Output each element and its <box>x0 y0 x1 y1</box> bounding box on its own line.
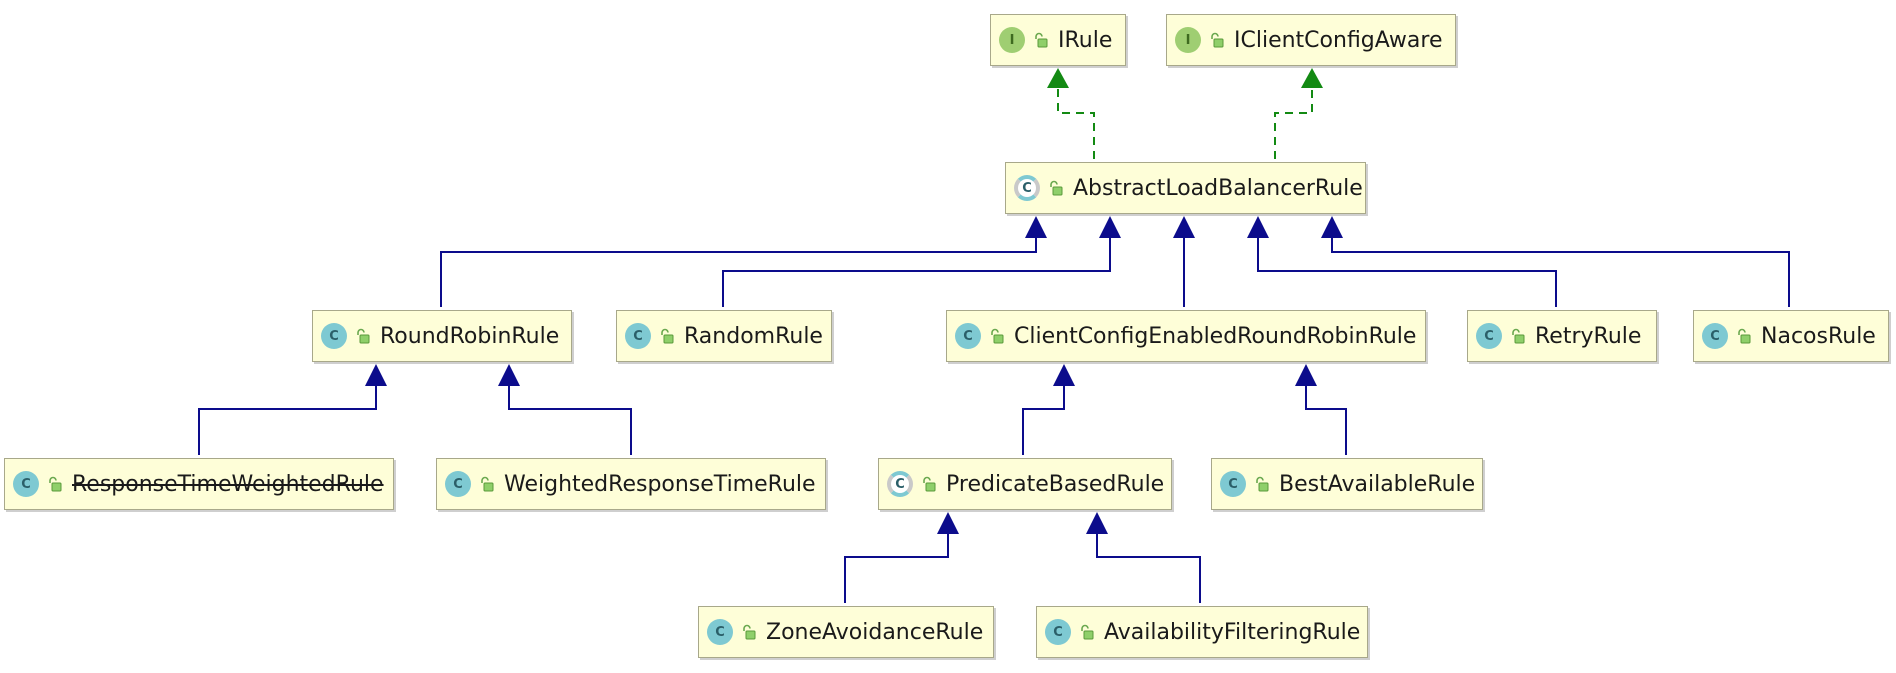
public-lock-icon <box>1211 32 1224 48</box>
interface-badge-icon: I <box>1175 27 1201 53</box>
edge-abstract-to-iclientconfigaware <box>1274 68 1323 159</box>
public-lock-icon <box>661 328 674 344</box>
class-badge-icon: C <box>707 619 733 645</box>
abstract-class-badge-icon: C <box>1014 175 1040 201</box>
node-retry-rule[interactable]: C RetryRule <box>1467 310 1657 362</box>
public-lock-icon <box>357 328 370 344</box>
node-predicate-based-rule[interactable]: C PredicateBasedRule <box>878 458 1172 510</box>
node-round-robin-rule[interactable]: C RoundRobinRule <box>312 310 572 362</box>
class-badge-icon: C <box>445 471 471 497</box>
node-nacos-rule[interactable]: C NacosRule <box>1693 310 1889 362</box>
node-label: RetryRule <box>1535 323 1642 349</box>
node-response-time-weighted-rule[interactable]: C ResponseTimeWeightedRule <box>4 458 394 510</box>
edge-weighted-to-roundrobin <box>498 364 632 455</box>
node-label: BestAvailableRule <box>1279 471 1476 497</box>
edge-predicate-to-clientconfig <box>1022 364 1075 455</box>
class-badge-icon: C <box>625 323 651 349</box>
node-zone-avoidance-rule[interactable]: C ZoneAvoidanceRule <box>698 606 994 658</box>
class-badge-icon: C <box>13 471 39 497</box>
interface-badge-icon: I <box>999 27 1025 53</box>
node-label: RoundRobinRule <box>380 323 560 349</box>
class-badge-icon: C <box>1045 619 1071 645</box>
node-label-deprecated: ResponseTimeWeightedRule <box>72 471 384 497</box>
edge-clientconfig-to-abstract <box>1173 216 1195 307</box>
edge-responsetime-to-roundrobin <box>198 364 387 455</box>
public-lock-icon <box>1512 328 1525 344</box>
public-lock-icon <box>1035 32 1048 48</box>
node-random-rule[interactable]: C RandomRule <box>616 310 832 362</box>
abstract-class-badge-icon: C <box>887 471 913 497</box>
public-lock-icon <box>991 328 1004 344</box>
node-label: NacosRule <box>1761 323 1876 349</box>
public-lock-icon <box>1738 328 1751 344</box>
class-badge-icon: C <box>1702 323 1728 349</box>
node-availability-filtering-rule[interactable]: C AvailabilityFilteringRule <box>1036 606 1368 658</box>
node-irule[interactable]: I IRule <box>990 14 1126 66</box>
node-label: RandomRule <box>684 323 823 349</box>
edge-bestavailable-to-clientconfig <box>1295 364 1347 455</box>
class-badge-icon: C <box>1220 471 1246 497</box>
node-label: ClientConfigEnabledRoundRobinRule <box>1014 323 1417 349</box>
node-label: AvailabilityFilteringRule <box>1104 619 1361 645</box>
node-abstract-load-balancer-rule[interactable]: C AbstractLoadBalancerRule <box>1005 162 1366 214</box>
class-badge-icon: C <box>321 323 347 349</box>
node-label: WeightedResponseTimeRule <box>504 471 816 497</box>
edge-nacos-to-abstract <box>1321 216 1790 307</box>
edge-random-to-abstract <box>722 216 1121 307</box>
public-lock-icon <box>1050 180 1063 196</box>
node-label: IClientConfigAware <box>1234 27 1443 53</box>
edge-abstract-to-irule <box>1047 68 1095 159</box>
node-iclientconfigaware[interactable]: I IClientConfigAware <box>1166 14 1456 66</box>
public-lock-icon <box>1081 624 1094 640</box>
edge-availability-to-predicate <box>1086 512 1201 603</box>
edge-retry-to-abstract <box>1247 216 1557 307</box>
edge-zoneavoidance-to-predicate <box>844 512 959 603</box>
public-lock-icon <box>743 624 756 640</box>
node-client-config-enabled-round-robin-rule[interactable]: C ClientConfigEnabledRoundRobinRule <box>946 310 1426 362</box>
edge-roundrobin-to-abstract <box>440 216 1047 307</box>
class-badge-icon: C <box>1476 323 1502 349</box>
public-lock-icon <box>49 476 62 492</box>
node-label: IRule <box>1058 27 1113 53</box>
public-lock-icon <box>1256 476 1269 492</box>
node-best-available-rule[interactable]: C BestAvailableRule <box>1211 458 1483 510</box>
node-weighted-response-time-rule[interactable]: C WeightedResponseTimeRule <box>436 458 826 510</box>
class-badge-icon: C <box>955 323 981 349</box>
public-lock-icon <box>923 476 936 492</box>
public-lock-icon <box>481 476 494 492</box>
node-label: PredicateBasedRule <box>946 471 1165 497</box>
node-label: AbstractLoadBalancerRule <box>1073 175 1363 201</box>
node-label: ZoneAvoidanceRule <box>766 619 984 645</box>
